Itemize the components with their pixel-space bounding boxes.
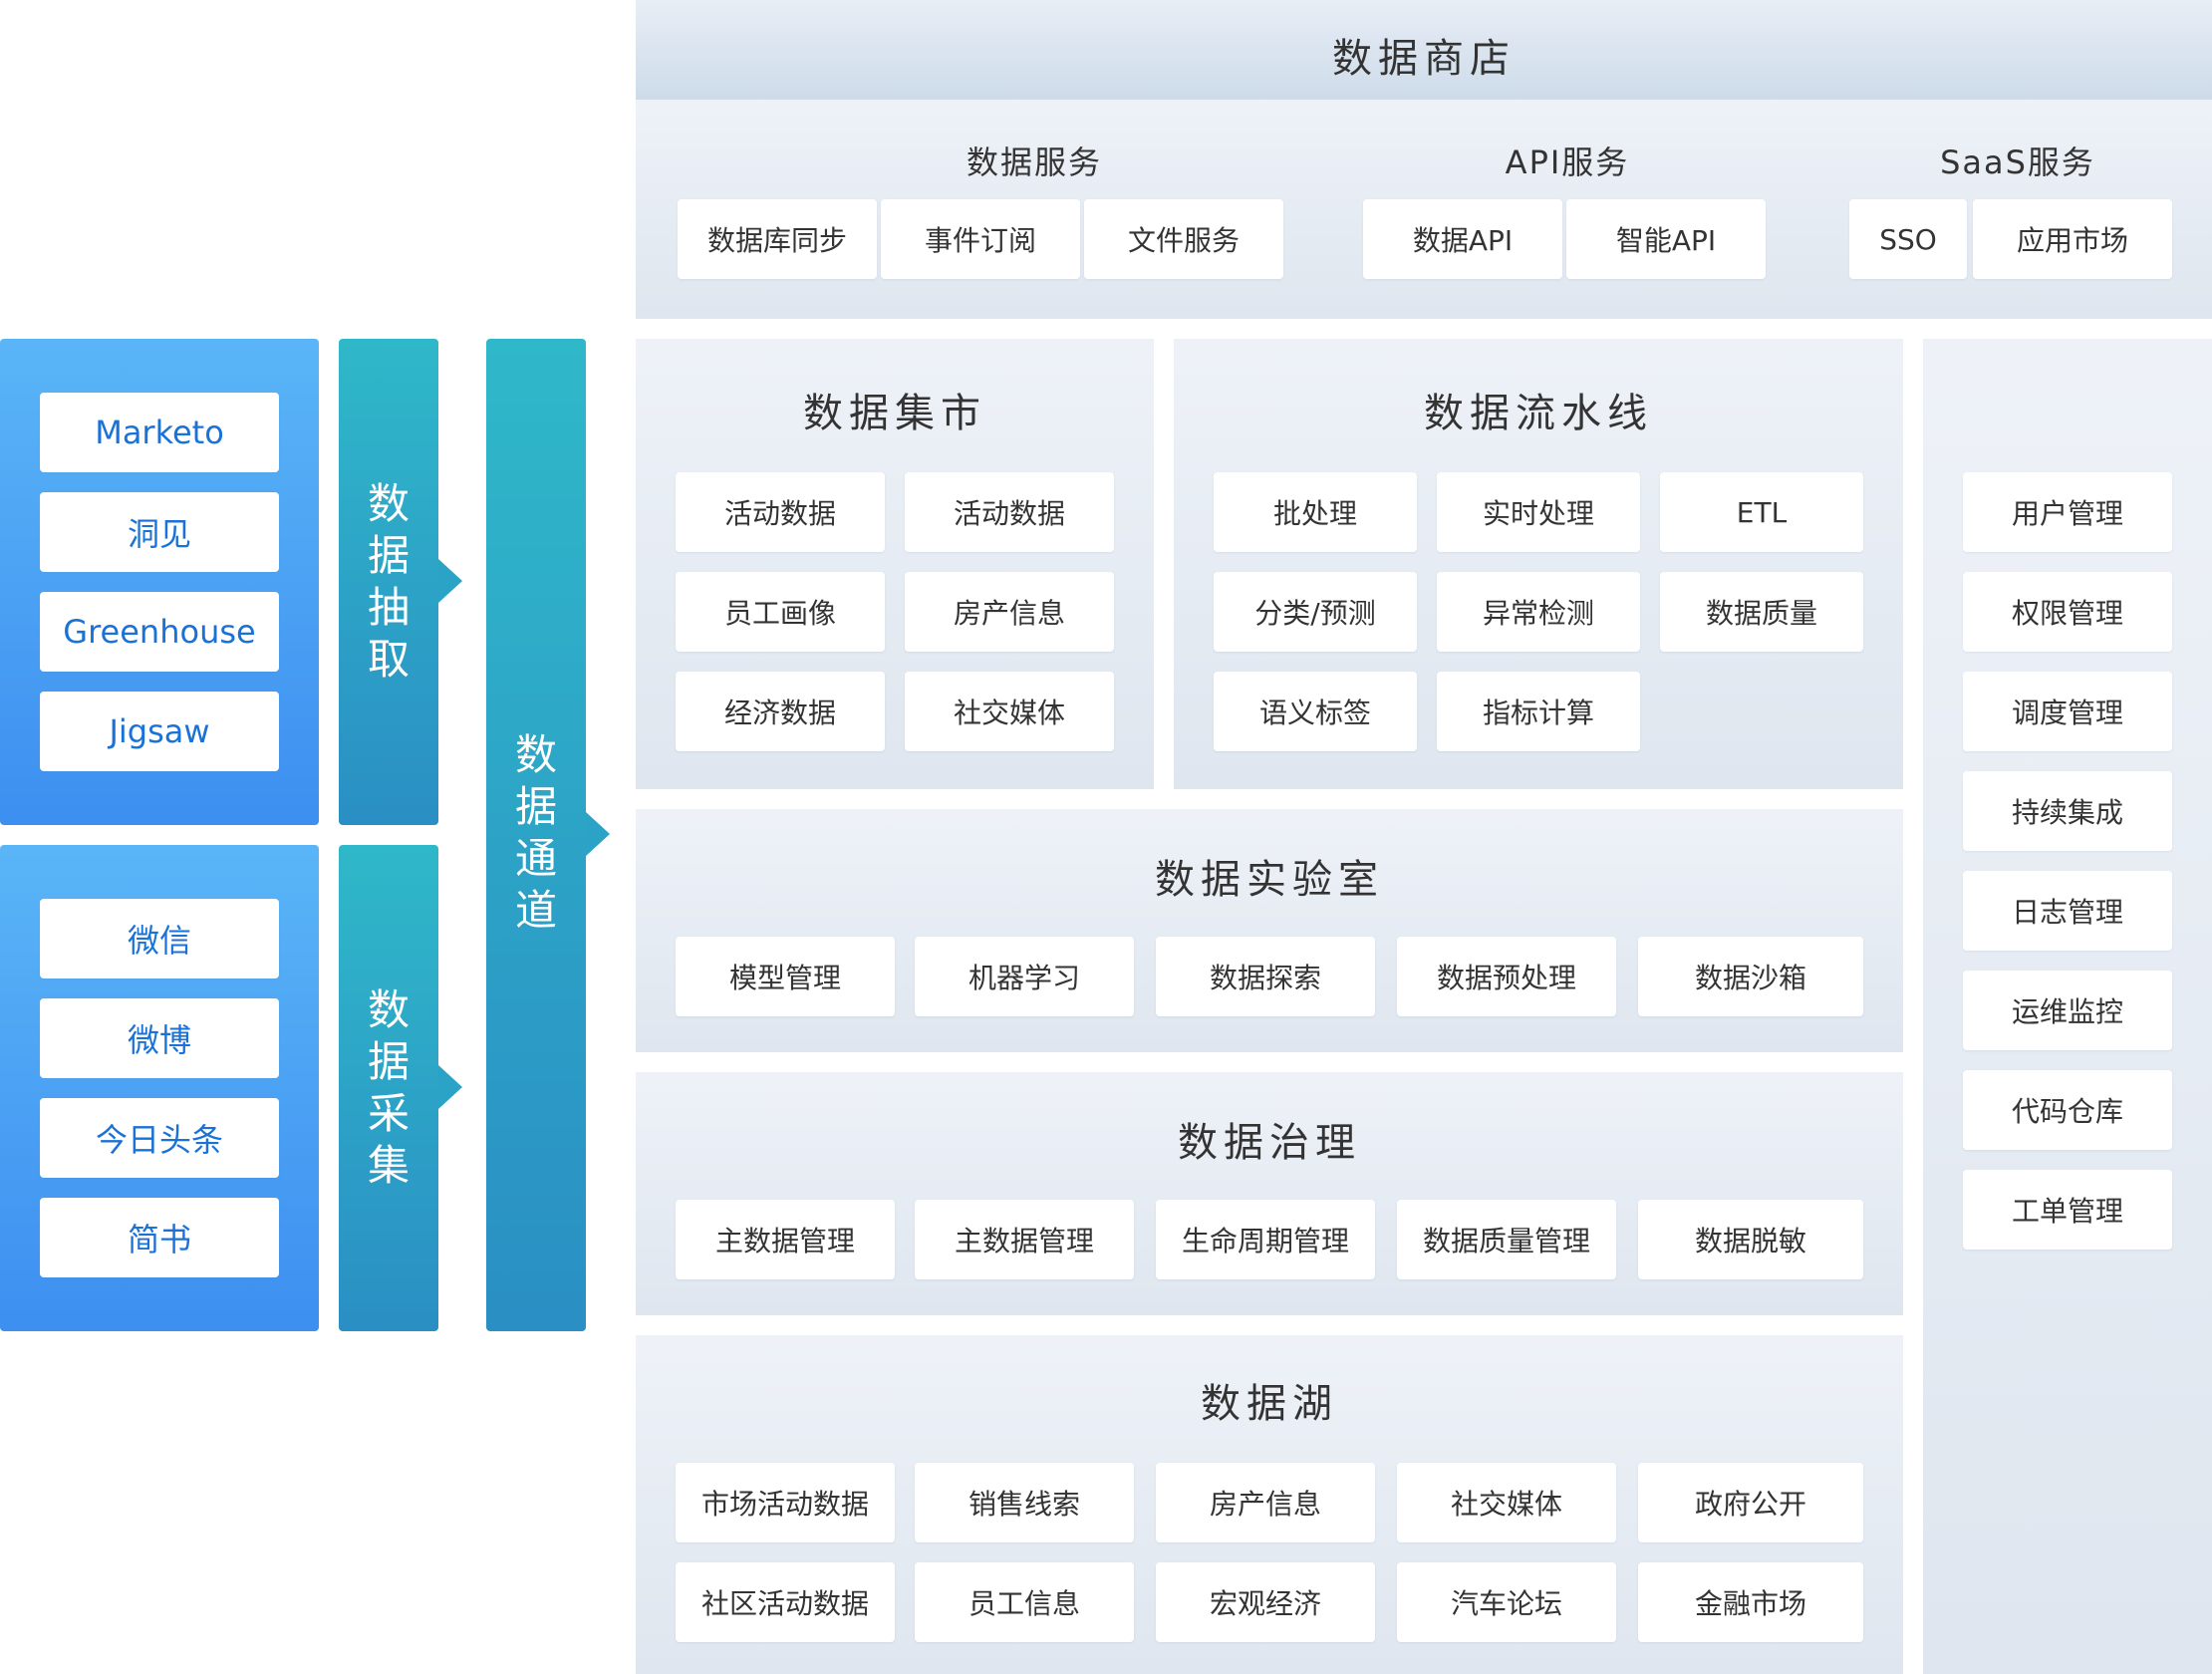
channel-arrow-icon — [586, 812, 610, 856]
data-governance-panel: 数据治理 主数据管理 主数据管理 生命周期管理 数据质量管理 数据脱敏 — [636, 1072, 1903, 1315]
data-mart-title: 数据集市 — [803, 391, 986, 436]
governance-item[interactable]: 主数据管理 — [676, 1200, 895, 1279]
mart-item[interactable]: 活动数据 — [905, 472, 1114, 552]
pipeline-item[interactable]: 指标计算 — [1437, 672, 1640, 751]
store-item-event-subscribe[interactable]: 事件订阅 — [881, 199, 1080, 279]
mart-item[interactable]: 员工画像 — [676, 572, 885, 652]
governance-item[interactable]: 数据质量管理 — [1397, 1200, 1616, 1279]
source-item-jigsaw[interactable]: Jigsaw — [40, 692, 279, 771]
ops-item-ticket-management[interactable]: 工单管理 — [1963, 1170, 2172, 1250]
pipeline-item[interactable]: 批处理 — [1214, 472, 1417, 552]
ops-item-continuous-integration[interactable]: 持续集成 — [1963, 771, 2172, 851]
source-item-marketo[interactable]: Marketo — [40, 393, 279, 472]
data-pipeline-panel: 数据流水线 批处理 实时处理 ETL 分类/预测 异常检测 数据质量 语义标签 … — [1174, 339, 1903, 789]
data-lab-title: 数据实验室 — [1155, 857, 1384, 903]
ops-panel: 用户管理 权限管理 调度管理 持续集成 日志管理 运维监控 代码仓库 工单管理 — [1923, 339, 2212, 1674]
governance-item[interactable]: 主数据管理 — [915, 1200, 1134, 1279]
ops-item-user-management[interactable]: 用户管理 — [1963, 472, 2172, 552]
data-store-header: 数据商店 — [636, 0, 2212, 100]
ops-item-log-management[interactable]: 日志管理 — [1963, 871, 2172, 951]
mart-item[interactable]: 经济数据 — [676, 672, 885, 751]
data-pipeline-title: 数据流水线 — [1424, 391, 1653, 436]
pipeline-item[interactable]: 分类/预测 — [1214, 572, 1417, 652]
store-item-file-service[interactable]: 文件服务 — [1084, 199, 1283, 279]
store-item-app-market[interactable]: 应用市场 — [1973, 199, 2172, 279]
lake-item[interactable]: 金融市场 — [1638, 1562, 1863, 1642]
lake-item[interactable]: 房产信息 — [1156, 1463, 1375, 1542]
lake-item[interactable]: 宏观经济 — [1156, 1562, 1375, 1642]
lake-item[interactable]: 汽车论坛 — [1397, 1562, 1616, 1642]
collect-label: 数据采集 — [367, 985, 410, 1190]
channel-label: 数据通道 — [514, 730, 557, 935]
lake-item[interactable]: 社交媒体 — [1397, 1463, 1616, 1542]
store-item-db-sync[interactable]: 数据库同步 — [678, 199, 877, 279]
source-item-toutiao[interactable]: 今日头条 — [40, 1098, 279, 1178]
collect-arrow-icon — [438, 1065, 462, 1109]
pipeline-item[interactable]: 实时处理 — [1437, 472, 1640, 552]
source-item-weibo[interactable]: 微博 — [40, 998, 279, 1078]
mart-item[interactable]: 社交媒体 — [905, 672, 1114, 751]
source-item-jianshu[interactable]: 简书 — [40, 1198, 279, 1277]
ops-item-permission-management[interactable]: 权限管理 — [1963, 572, 2172, 652]
ops-item-ops-monitoring[interactable]: 运维监控 — [1963, 971, 2172, 1050]
lab-item[interactable]: 机器学习 — [915, 937, 1134, 1016]
source-panel-collect: 微信 微博 今日头条 简书 — [0, 845, 319, 1331]
mart-item[interactable]: 活动数据 — [676, 472, 885, 552]
data-mart-panel: 数据集市 活动数据 活动数据 员工画像 房产信息 经济数据 社交媒体 — [636, 339, 1154, 789]
data-lake-title: 数据湖 — [1201, 1381, 1338, 1427]
ops-item-scheduling-management[interactable]: 调度管理 — [1963, 672, 2172, 751]
extract-arrow-icon — [438, 559, 462, 603]
store-item-sso[interactable]: SSO — [1849, 199, 1967, 279]
source-item-greenhouse[interactable]: Greenhouse — [40, 592, 279, 672]
pipeline-item[interactable]: ETL — [1660, 472, 1863, 552]
ops-item-code-repository[interactable]: 代码仓库 — [1963, 1070, 2172, 1150]
lake-item[interactable]: 政府公开 — [1638, 1463, 1863, 1542]
source-panel-extract: Marketo 洞见 Greenhouse Jigsaw — [0, 339, 319, 825]
channel-bar: 数据通道 — [486, 339, 586, 1331]
lake-item[interactable]: 市场活动数据 — [676, 1463, 895, 1542]
store-group-title-saas-service: SaaS服务 — [1940, 143, 2095, 181]
data-lab-panel: 数据实验室 模型管理 机器学习 数据探索 数据预处理 数据沙箱 — [636, 809, 1903, 1052]
source-item-wechat[interactable]: 微信 — [40, 899, 279, 978]
lake-item[interactable]: 社区活动数据 — [676, 1562, 895, 1642]
data-store-panel: 数据服务 API服务 SaaS服务 数据库同步 事件订阅 文件服务 数据API … — [636, 100, 2212, 319]
store-group-title-data-service: 数据服务 — [966, 143, 1102, 181]
store-item-data-api[interactable]: 数据API — [1363, 199, 1562, 279]
lab-item[interactable]: 数据沙箱 — [1638, 937, 1863, 1016]
pipeline-item[interactable]: 异常检测 — [1437, 572, 1640, 652]
store-item-smart-api[interactable]: 智能API — [1566, 199, 1766, 279]
collect-bar: 数据采集 — [339, 845, 438, 1331]
extract-bar: 数据抽取 — [339, 339, 438, 825]
governance-item[interactable]: 数据脱敏 — [1638, 1200, 1863, 1279]
lab-item[interactable]: 数据预处理 — [1397, 937, 1616, 1016]
store-group-title-api-service: API服务 — [1505, 143, 1630, 181]
lake-item[interactable]: 销售线索 — [915, 1463, 1134, 1542]
data-store-title: 数据商店 — [1332, 36, 1516, 82]
data-governance-title: 数据治理 — [1178, 1120, 1361, 1166]
mart-item[interactable]: 房产信息 — [905, 572, 1114, 652]
governance-item[interactable]: 生命周期管理 — [1156, 1200, 1375, 1279]
lab-item[interactable]: 模型管理 — [676, 937, 895, 1016]
lab-item[interactable]: 数据探索 — [1156, 937, 1375, 1016]
pipeline-item[interactable]: 语义标签 — [1214, 672, 1417, 751]
data-lake-panel: 数据湖 市场活动数据 销售线索 房产信息 社交媒体 政府公开 社区活动数据 员工… — [636, 1335, 1903, 1674]
source-item-dongjian[interactable]: 洞见 — [40, 492, 279, 572]
lake-item[interactable]: 员工信息 — [915, 1562, 1134, 1642]
pipeline-item[interactable]: 数据质量 — [1660, 572, 1863, 652]
extract-label: 数据抽取 — [367, 479, 410, 684]
